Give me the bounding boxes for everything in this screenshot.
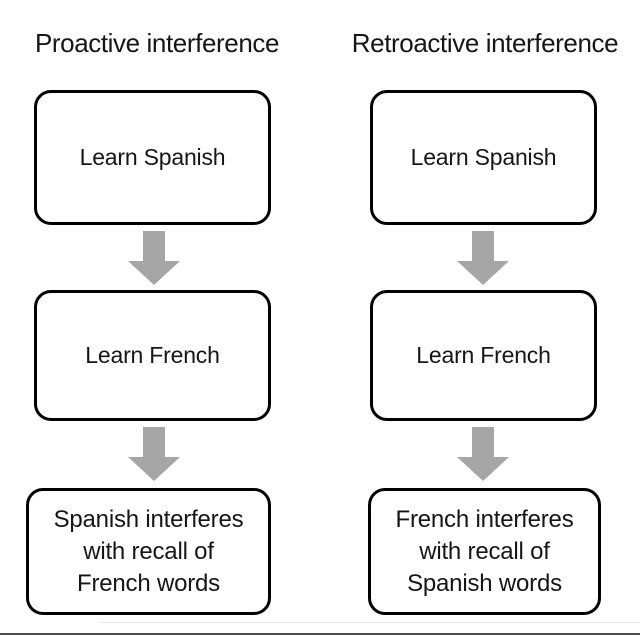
faint-separator [100, 622, 640, 623]
retroactive-step-outcome-label: French interferes with recall of Spanish… [387, 504, 581, 600]
outcome-line-3: Spanish words [407, 569, 562, 597]
retroactive-step-outcome: French interferes with recall of Spanish… [368, 488, 601, 615]
retroactive-arrow-1 [457, 231, 509, 285]
proactive-step-outcome-label: Spanish interferes with recall of French… [46, 504, 252, 600]
retroactive-step-learn-spanish: Learn Spanish [370, 90, 597, 225]
proactive-step-learn-spanish: Learn Spanish [34, 90, 271, 225]
proactive-step-learn-spanish-label: Learn Spanish [79, 144, 226, 170]
proactive-arrow-2 [128, 427, 180, 481]
outcome-line-1: Spanish interferes [53, 505, 244, 533]
proactive-step-learn-french: Learn French [34, 290, 271, 421]
proactive-step-learn-french-label: Learn French [85, 342, 220, 368]
outcome-line-2: with recall of [83, 537, 214, 565]
baseline-separator [0, 633, 640, 635]
outcome-line-3: French words [77, 569, 220, 597]
proactive-arrow-1 [128, 231, 180, 285]
column-title-proactive: Proactive interference [34, 28, 280, 58]
outcome-line-2: with recall of [419, 537, 550, 565]
column-title-retroactive: Retroactive interference [351, 28, 619, 58]
proactive-step-outcome: Spanish interferes with recall of French… [26, 488, 271, 615]
retroactive-step-learn-french: Learn French [370, 290, 597, 421]
retroactive-step-learn-french-label: Learn French [416, 342, 551, 368]
retroactive-arrow-2 [457, 427, 509, 481]
retroactive-step-learn-spanish-label: Learn Spanish [410, 144, 557, 170]
outcome-line-1: French interferes [395, 505, 574, 533]
